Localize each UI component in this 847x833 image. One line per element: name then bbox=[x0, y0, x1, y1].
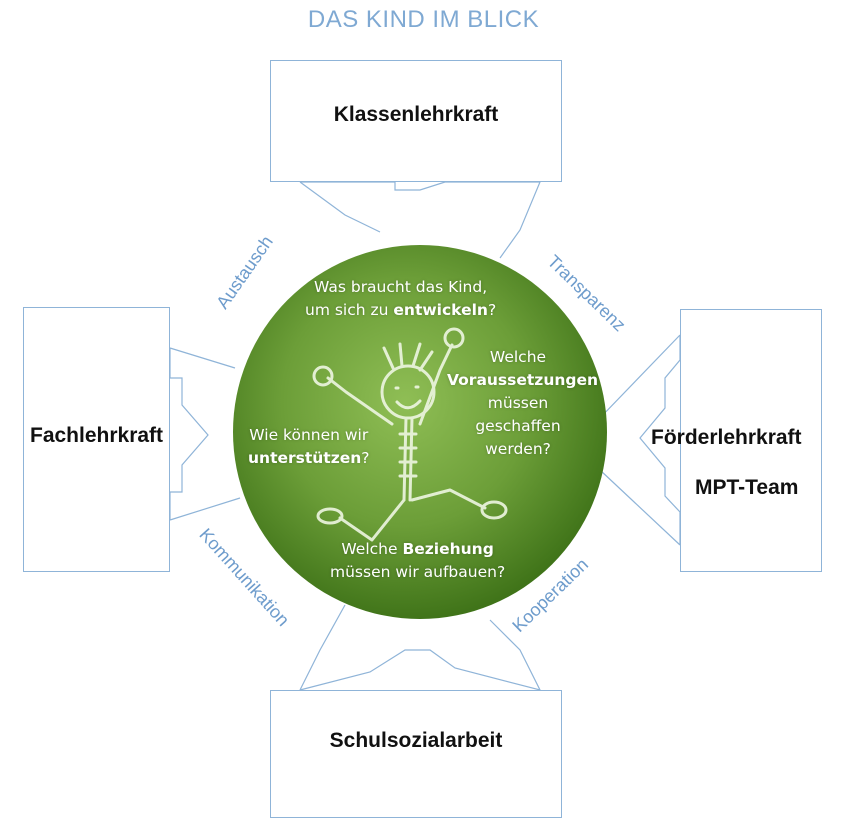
label-fachlehrkraft: Fachlehrkraft bbox=[30, 424, 164, 447]
question-voraussetzungen-line2: Voraussetzungen bbox=[447, 369, 598, 392]
box-klassenlehrkraft bbox=[270, 60, 562, 182]
box-fachlehrkraft bbox=[23, 307, 170, 572]
question-entwickeln-line1: Was braucht das Kind, bbox=[314, 278, 488, 296]
center-circle bbox=[233, 245, 607, 619]
question-entwickeln-pre: um sich zu bbox=[305, 301, 394, 319]
question-unterstuetzen: Wie können wir unterstützen? bbox=[248, 424, 370, 470]
arrow-top bbox=[300, 181, 541, 259]
question-beziehung-pre: Welche bbox=[341, 540, 403, 558]
question-voraussetzungen-line3: müssen bbox=[487, 394, 549, 412]
arrow-right bbox=[639, 335, 681, 545]
question-beziehung-bold: Beziehung bbox=[402, 540, 494, 558]
question-unterstuetzen-bold: unterstützen bbox=[248, 449, 362, 467]
arrow-left bbox=[169, 348, 209, 520]
connector-arrows bbox=[169, 181, 681, 691]
box-foerderlehrkraft bbox=[680, 309, 822, 572]
label-klassenlehrkraft: Klassenlehrkraft bbox=[333, 103, 499, 126]
arrow-bottom bbox=[299, 619, 542, 691]
question-unterstuetzen-line2: unterstützen? bbox=[248, 447, 370, 470]
stick-figure-icon bbox=[312, 327, 508, 542]
box-schulsozialarbeit bbox=[270, 690, 562, 818]
question-entwickeln: Was braucht das Kind, um sich zu entwick… bbox=[305, 276, 496, 322]
question-voraussetzungen-bold: Voraussetzungen bbox=[447, 371, 599, 389]
question-beziehung-line2: müssen wir aufbauen? bbox=[330, 563, 506, 581]
question-unterstuetzen-post: ? bbox=[361, 449, 370, 467]
question-entwickeln-line2: um sich zu entwickeln? bbox=[305, 299, 496, 322]
question-beziehung-line1: Welche Beziehung bbox=[330, 538, 505, 561]
question-unterstuetzen-line1: Wie können wir bbox=[249, 426, 369, 444]
label-mpt-team: MPT-Team bbox=[695, 476, 799, 499]
question-voraussetzungen-line5: werden? bbox=[485, 440, 551, 458]
question-voraussetzungen-line1: Welche bbox=[489, 348, 547, 366]
label-foerderlehrkraft: Förderlehrkraft bbox=[651, 426, 802, 449]
question-voraussetzungen-line4: geschaffen bbox=[475, 417, 561, 435]
question-entwickeln-bold: entwickeln bbox=[393, 301, 488, 319]
question-voraussetzungen: Welche Voraussetzungen müssen geschaffen… bbox=[447, 346, 598, 461]
question-entwickeln-post: ? bbox=[487, 301, 497, 319]
diagram-title: DAS KIND IM BLICK bbox=[307, 6, 540, 33]
label-schulsozialarbeit: Schulsozialarbeit bbox=[329, 729, 503, 752]
question-beziehung: Welche Beziehung müssen wir aufbauen? bbox=[330, 538, 505, 584]
